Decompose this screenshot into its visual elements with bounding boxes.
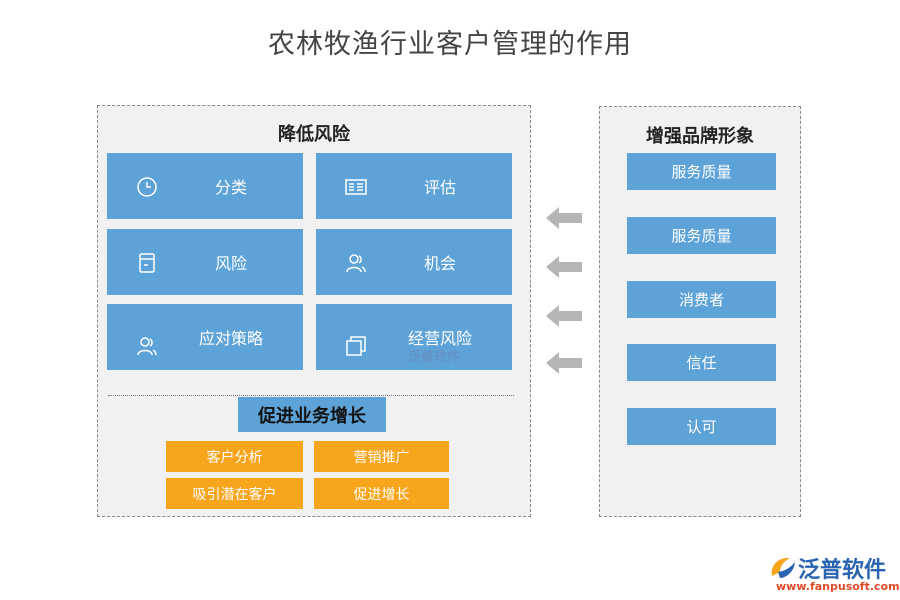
card-icon	[345, 179, 367, 195]
brand-item: 服务质量	[627, 217, 776, 254]
reduce-risk-title: 降低风险	[278, 124, 350, 145]
brand-item: 认可	[627, 408, 776, 445]
tile-opportunity: 机会	[316, 229, 512, 295]
tile-business-risk: 经营风险	[316, 304, 512, 370]
tile-strategy: 应对策略	[107, 304, 303, 370]
brand-image-title: 增强品牌形象	[646, 126, 754, 147]
brand-item: 消费者	[627, 281, 776, 318]
tile-label: 评估	[423, 178, 456, 197]
growth-title: 促进业务增长	[238, 397, 386, 432]
clock-icon	[137, 177, 157, 197]
growth-item: 吸引潜在客户	[166, 478, 303, 509]
tile-label: 风险	[214, 254, 247, 273]
logo-url: www.fanpusoft.com	[776, 580, 900, 593]
logo-icon	[771, 557, 795, 578]
tile-classify: 分类	[107, 153, 303, 219]
arrow-left-icon	[546, 352, 582, 374]
users-icon	[346, 254, 366, 273]
brand-item: 服务质量	[627, 153, 776, 190]
tile-risk: 风险	[107, 229, 303, 295]
document-icon	[139, 253, 155, 273]
growth-item: 营销推广	[314, 441, 449, 472]
stack-icon	[346, 336, 366, 356]
arrow-left-icon	[546, 207, 582, 229]
arrow-left-icon	[546, 305, 582, 327]
page-title: 农林牧渔行业客户管理的作用	[268, 29, 632, 60]
tile-label: 应对策略	[198, 329, 263, 348]
tile-label: 经营风险	[407, 329, 472, 348]
divider	[108, 395, 514, 396]
brand-item: 信任	[627, 344, 776, 381]
tile-label: 分类	[214, 178, 247, 197]
growth-item: 促进增长	[314, 478, 449, 509]
growth-item: 客户分析	[166, 441, 303, 472]
fanpu-logo: 泛普软件 www.fanpusoft.com	[768, 552, 900, 596]
users-icon	[137, 337, 157, 356]
logo-name: 泛普软件	[798, 558, 887, 583]
tile-label: 机会	[423, 254, 456, 273]
arrow-left-icon	[546, 256, 582, 278]
watermark: 泛普软件	[408, 350, 461, 365]
tile-evaluate: 评估	[316, 153, 512, 219]
